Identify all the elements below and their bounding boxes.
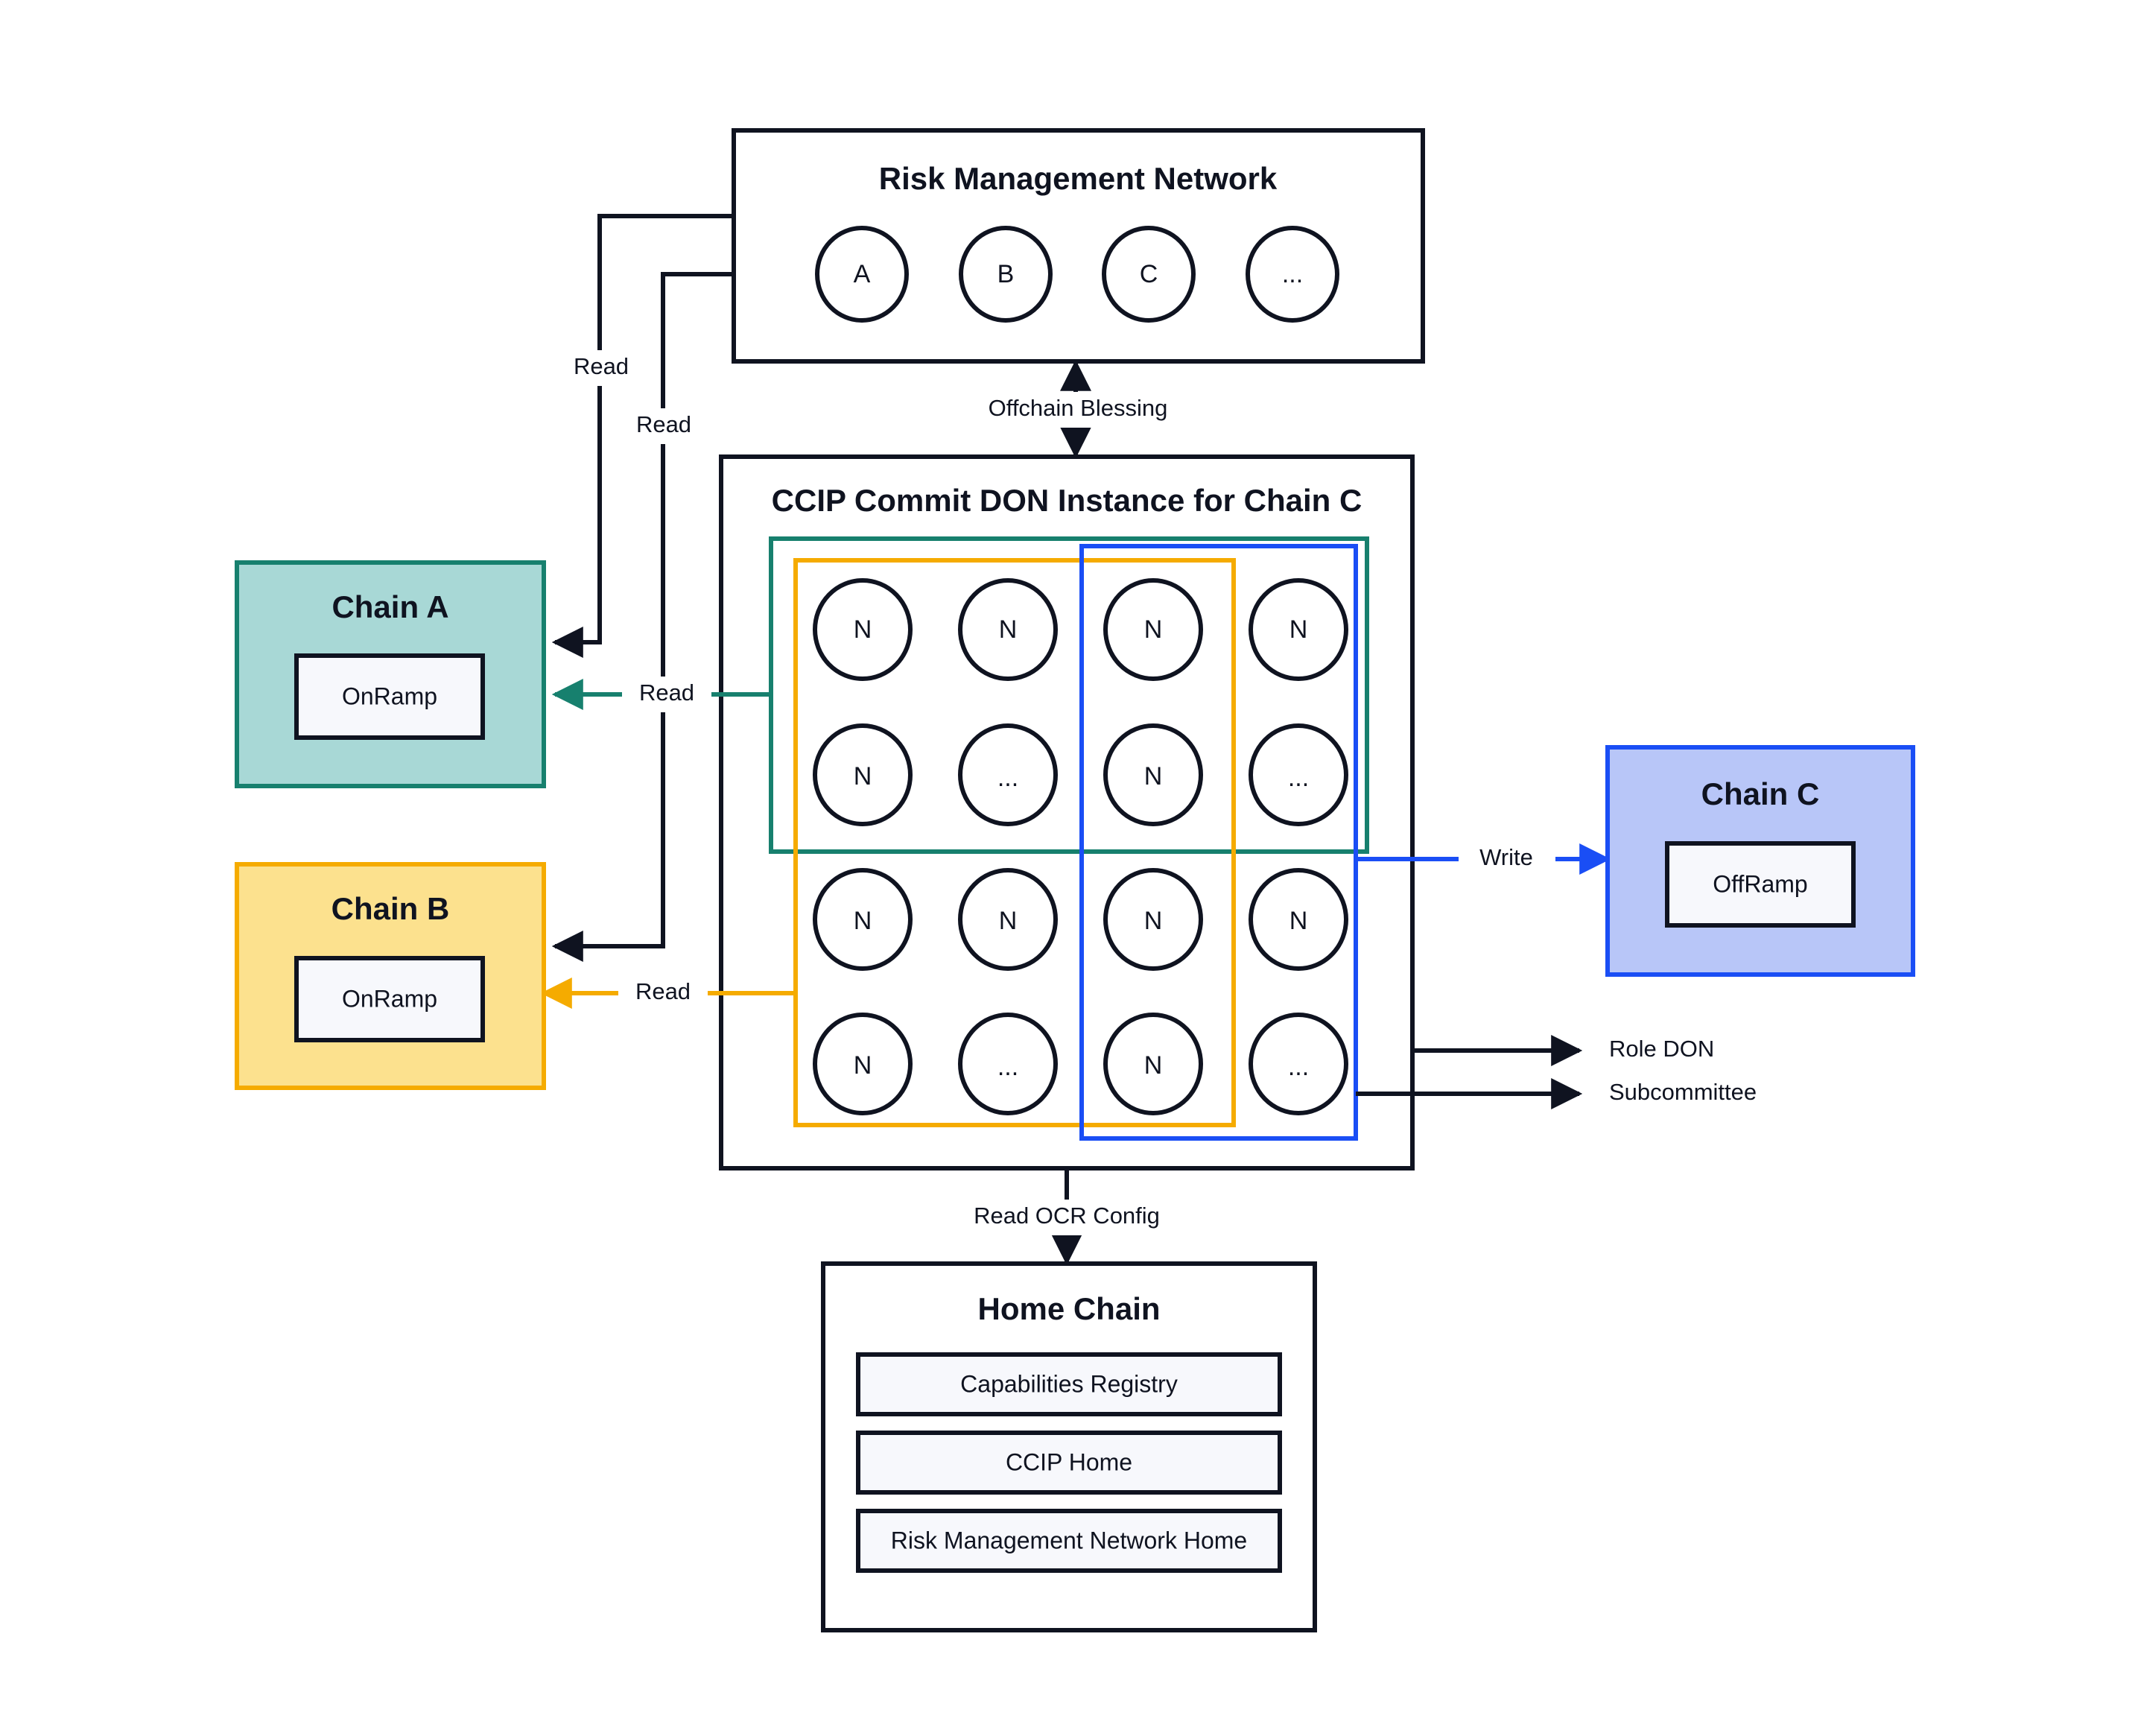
chain-b-title: Chain B [331, 891, 450, 926]
don-node-label: N [999, 615, 1018, 644]
group-rect-chain-c [1079, 544, 1358, 1141]
rmn-node-label: ... [1282, 260, 1303, 288]
don-node: N [958, 578, 1058, 681]
label-backdrop [618, 975, 708, 1011]
label-backdrop [977, 392, 1290, 428]
don-node: N [1103, 1013, 1203, 1115]
chain-b-onramp-label: OnRamp [342, 985, 437, 1012]
connector-rmn-read-chain-a: Read [551, 214, 734, 658]
don-node-label: N [1289, 615, 1308, 644]
commit-don-box: CCIP Commit DON Instance for Chain C N N… [719, 454, 1415, 1170]
don-node: N [813, 578, 913, 681]
legend-label-subcommittee: Subcommittee [1609, 1079, 1757, 1105]
don-node: N [813, 1013, 913, 1115]
connector-don-read-chain-b: Read [540, 975, 796, 1011]
label-backdrop [965, 1200, 1286, 1235]
don-node: ... [1249, 1013, 1348, 1115]
rmn-node-ellipsis: ... [1246, 226, 1339, 323]
don-node-label: ... [997, 764, 1018, 792]
chain-a-onramp-box [294, 653, 485, 740]
connector-role-don: Role DON [1412, 1035, 1714, 1066]
home-chain-item-ccip-home[interactable]: CCIP Home [856, 1431, 1282, 1495]
don-node-label: N [854, 615, 872, 644]
don-node: ... [958, 723, 1058, 826]
don-node-label: N [1144, 1051, 1163, 1080]
don-node-label: N [1144, 615, 1163, 644]
group-rect-chain-b [793, 558, 1236, 1127]
don-node-label: N [854, 907, 872, 935]
don-node: N [1103, 868, 1203, 971]
edge-label-read-ocr-config: Read OCR Config [974, 1203, 1160, 1229]
chain-a-box: Chain A OnRamp [235, 560, 546, 788]
home-chain-item-label: Risk Management Network Home [891, 1527, 1247, 1553]
don-node-label: N [1144, 762, 1163, 791]
don-node-label: N [999, 907, 1018, 935]
edge-label-rmn-read-chain-a: Read [574, 353, 629, 379]
connector-read-ocr-config: Read OCR Config [965, 1170, 1286, 1266]
edge-label-don-write-chain-c: Write [1479, 844, 1533, 870]
chain-b-onramp-box [294, 956, 485, 1042]
chain-c-title: Chain C [1701, 776, 1820, 811]
edge-label-offchain-blessing: Offchain Blessing [989, 395, 1168, 421]
don-node: ... [1249, 723, 1348, 826]
edge-label-rmn-read-chain-b: Read [636, 411, 691, 437]
connector-don-read-chain-a: Read [551, 677, 771, 712]
home-chain-item-capabilities-registry[interactable]: Capabilities Registry [856, 1352, 1282, 1416]
risk-management-network-box: Risk Management Network A B C ... [732, 128, 1425, 364]
label-backdrop [1459, 841, 1555, 877]
home-chain-title: Home Chain [977, 1291, 1160, 1326]
don-node-label: N [1144, 907, 1163, 935]
don-node: N [813, 868, 913, 971]
edge-label-don-read-chain-a: Read [639, 679, 694, 706]
don-node-label: ... [1288, 764, 1309, 792]
chain-c-offramp-box [1665, 841, 1856, 928]
home-chain-box: Home Chain Capabilities Registry CCIP Ho… [821, 1261, 1317, 1632]
don-node: ... [958, 1013, 1058, 1115]
label-backdrop [623, 408, 705, 444]
commit-don-title: CCIP Commit DON Instance for Chain C [772, 483, 1362, 518]
home-chain-item-risk-management-network-home[interactable]: Risk Management Network Home [856, 1509, 1282, 1573]
rmn-node-label: A [854, 260, 871, 288]
don-node: N [1249, 868, 1348, 971]
don-node-label: N [854, 762, 872, 791]
rmn-node-c: C [1102, 226, 1196, 323]
home-chain-item-label: CCIP Home [1006, 1448, 1132, 1475]
chain-b-box: Chain B OnRamp [235, 862, 546, 1090]
label-backdrop [560, 350, 642, 386]
legend-label-role-don: Role DON [1609, 1036, 1714, 1062]
edge-label-don-read-chain-b: Read [635, 978, 691, 1004]
don-node-label: N [854, 1051, 872, 1080]
chain-a-title: Chain A [331, 589, 448, 624]
chain-c-box: Chain C OffRamp [1605, 745, 1915, 977]
rmn-node-a: A [815, 226, 909, 323]
rmn-node-label: B [997, 260, 1015, 288]
connector-rmn-read-chain-b: Read [551, 272, 734, 962]
don-node: N [1103, 723, 1203, 826]
don-node: N [1249, 578, 1348, 681]
chain-a-onramp-label: OnRamp [342, 682, 437, 709]
connector-don-write-chain-c: Write [1356, 841, 1611, 877]
don-node: N [1103, 578, 1203, 681]
label-backdrop [622, 677, 711, 712]
don-node: N [958, 868, 1058, 971]
don-node-label: ... [997, 1053, 1018, 1081]
connector-subcommittee: Subcommittee [1356, 1078, 1757, 1109]
home-chain-item-label: Capabilities Registry [960, 1370, 1178, 1397]
don-node: N [813, 723, 913, 826]
rmn-node-label: C [1140, 260, 1158, 288]
chain-c-offramp-label: OffRamp [1713, 870, 1807, 897]
don-node-label: ... [1288, 1053, 1309, 1081]
risk-management-network-title: Risk Management Network [879, 161, 1278, 196]
don-node-label: N [1289, 907, 1308, 935]
rmn-node-b: B [959, 226, 1053, 323]
connector-offchain-blessing: Offchain Blessing [977, 359, 1290, 459]
